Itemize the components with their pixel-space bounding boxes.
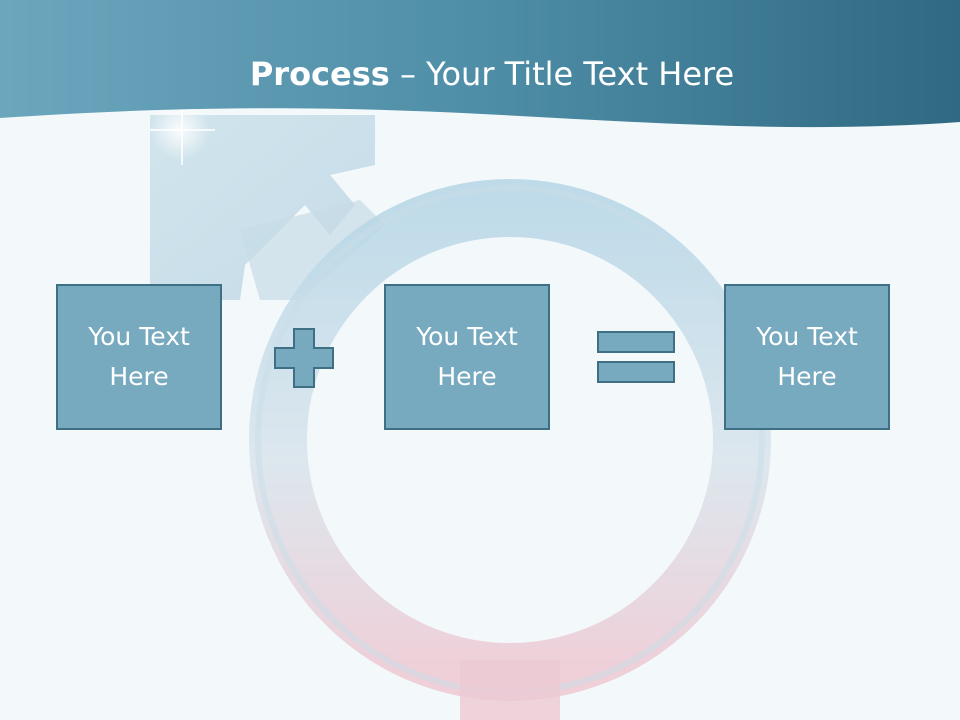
slide-title: Process – Your Title Text Here bbox=[0, 52, 960, 96]
process-box-2[interactable]: You Text Here bbox=[384, 284, 550, 430]
process-box-text: You Text Here bbox=[756, 322, 858, 391]
process-box-3[interactable]: You Text Here bbox=[724, 284, 890, 430]
slide-title-bold: Process bbox=[249, 55, 390, 93]
process-box-text: You Text Here bbox=[88, 322, 190, 391]
header-banner bbox=[0, 0, 960, 128]
plus-icon bbox=[274, 328, 334, 388]
equals-icon bbox=[597, 331, 675, 383]
process-box-text: You Text Here bbox=[416, 322, 518, 391]
process-box-1[interactable]: You Text Here bbox=[56, 284, 222, 430]
slide-title-rest: – Your Title Text Here bbox=[389, 55, 735, 93]
